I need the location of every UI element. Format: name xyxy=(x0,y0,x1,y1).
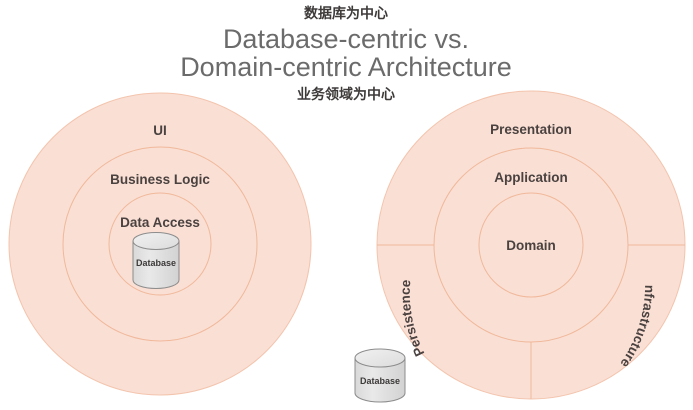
title-block: 数据库为中心 Database-centric vs. Domain-centr… xyxy=(180,5,512,103)
cylinder-body xyxy=(354,357,406,403)
left-ring-label-ui: UI xyxy=(153,123,167,138)
right-ring-label-domain: Domain xyxy=(506,238,556,253)
title-line-2: Domain-centric Architecture xyxy=(180,52,512,82)
title-chinese-bottom: 业务领域为中心 xyxy=(297,86,395,103)
cylinder-top-ellipse xyxy=(132,232,180,250)
right-ring-label-application: Application xyxy=(494,170,568,185)
title-chinese-top: 数据库为中心 xyxy=(304,5,388,22)
left-database-label: Database xyxy=(136,258,176,268)
left-architecture-circles: UI Business Logic Data Access Database xyxy=(8,92,312,396)
title-line-1: Database-centric vs. xyxy=(223,24,469,54)
right-database-label: Database xyxy=(360,376,400,386)
cylinder-top-ellipse xyxy=(354,348,406,368)
left-ring-label-business-logic: Business Logic xyxy=(110,172,210,187)
right-ring-label-presentation: Presentation xyxy=(490,122,572,137)
right-ring-inner-domain xyxy=(478,192,584,298)
left-database-cylinder: Database xyxy=(132,232,180,289)
right-database-cylinder: Database xyxy=(354,348,406,403)
cylinder-body xyxy=(132,240,180,289)
left-ring-label-data-access: Data Access xyxy=(120,215,200,230)
